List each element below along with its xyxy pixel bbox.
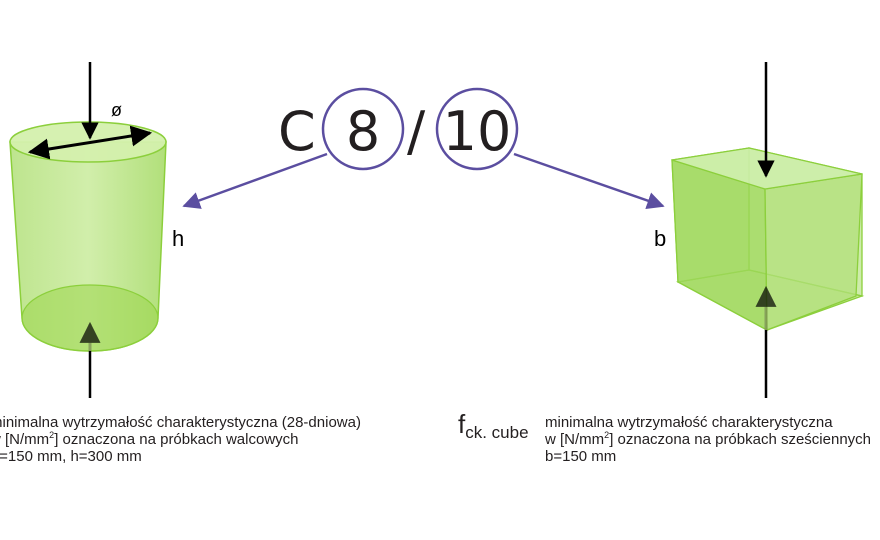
cylinder-description-line-1: minimalna wytrzymałość charakterystyczna…: [0, 414, 361, 431]
cube-description: minimalna wytrzymałość charakterystyczna…: [545, 414, 871, 465]
cube-specimen: b: [654, 62, 865, 398]
class-letter: C: [278, 100, 316, 163]
fck-cube-symbol: fck. cube: [458, 409, 529, 442]
concrete-class-title: C 8 / 10: [278, 87, 519, 171]
cube-description-line-2: w [N/mm2] oznaczona na próbkach sześcien…: [545, 430, 872, 449]
cube-description-line-3: b=150 mm: [545, 448, 617, 465]
diameter-symbol: ø: [111, 100, 122, 120]
cube-right-face: [764, 173, 863, 331]
cube-strength-circle: [435, 87, 519, 171]
cylinder-description: minimalna wytrzymałość charakterystyczna…: [0, 414, 361, 465]
height-label: h: [172, 226, 184, 251]
cylinder-description-line-3: ø=150 mm, h=300 mm: [0, 448, 142, 465]
cylinder-specimen: ø h: [9, 62, 184, 398]
diameter-arrow: [27, 125, 153, 160]
side-label: b: [654, 226, 666, 251]
cylinder-strength-circle: [321, 87, 405, 171]
pointer-arrow-to-cube: [513, 152, 665, 210]
cylinder-description-line-2: w [N/mm2] oznaczona na próbkach walcowyc…: [0, 430, 299, 449]
cylinder-strength-value: 8: [346, 100, 380, 163]
cube-description-line-1: minimalna wytrzymałość charakterystyczna: [545, 414, 833, 431]
cube-strength-value: 10: [443, 100, 512, 163]
pointer-arrow-to-cylinder: [182, 152, 328, 209]
class-separator: /: [407, 100, 426, 163]
